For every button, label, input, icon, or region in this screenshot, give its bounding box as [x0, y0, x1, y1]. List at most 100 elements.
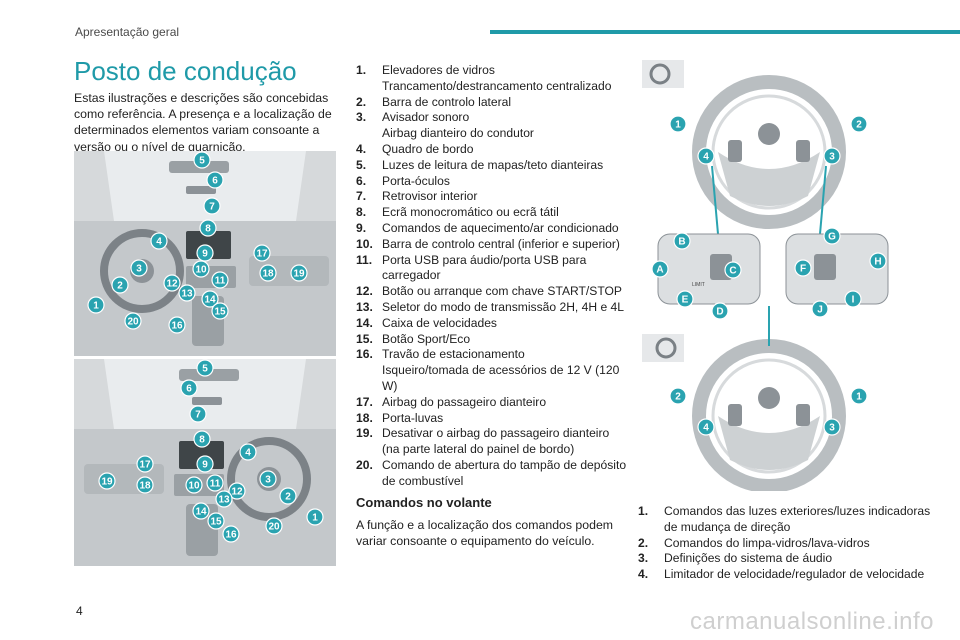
callout-badge: [823, 227, 841, 245]
callout-badge-label: 2: [856, 120, 862, 131]
callout-badge-label: 2: [675, 392, 681, 403]
callout-badge: [844, 290, 862, 308]
cockpit-legend-item: 6.Porta-óculos: [356, 174, 628, 190]
cockpit-legend-item-text: Botão ou arranque com chave START/STOP: [382, 284, 622, 299]
callout-badge: [669, 387, 687, 405]
callout-badge-label: 6: [186, 384, 192, 395]
callout-badge-label: E: [682, 295, 689, 306]
callout-badge: [211, 302, 229, 320]
callout-badge-label: 11: [210, 479, 221, 490]
callout-badge-label: 3: [136, 264, 142, 275]
callout-badge-label: 4: [703, 423, 709, 434]
cockpit-legend-item-text: Retrovisor interior: [382, 189, 478, 204]
cockpit-legend-item-text: Botão Sport/Eco: [382, 331, 471, 346]
cockpit-legend-item: 20.Comando de abertura do tampão de depó…: [356, 458, 628, 490]
callout-badge: [185, 476, 203, 494]
callout-badge: [163, 274, 181, 292]
cockpit-legend-item-text: Porta-óculos: [382, 173, 450, 188]
callout-badge: [724, 261, 742, 279]
callout-badge: [259, 264, 277, 282]
callout-badge: [196, 244, 214, 262]
cockpit-legend-item: 8. Ecrã monocromático ou ecrã tátil: [356, 205, 628, 221]
callout-badge: [199, 219, 217, 237]
callout-badge: [228, 482, 246, 500]
callout-badge-label: 6: [212, 176, 218, 187]
cockpit-legend-item: 10.Barra de controlo central (inferior e…: [356, 237, 628, 253]
callout-badge-label: G: [828, 232, 836, 243]
cockpit-legend-item-text: Desativar o airbag do passageiro diantei…: [382, 426, 610, 457]
callout-badge: [196, 455, 214, 473]
callout-badge-label: 20: [268, 522, 280, 533]
callout-badge-label: 17: [139, 460, 151, 471]
cockpit-legend-item-text: Ecrã monocromático ou ecrã tátil: [382, 205, 559, 220]
watermark: carmanualsonline.info: [690, 608, 934, 635]
callout-badge: [697, 418, 715, 436]
cockpit-legend-item: 14.Caixa de velocidades: [356, 316, 628, 332]
callout-badge: [193, 151, 211, 169]
callout-badge: [823, 147, 841, 165]
callout-badge-label: 1: [312, 513, 318, 524]
callout-badge: [136, 476, 154, 494]
cockpit-legend-item-number: 4.: [356, 141, 367, 156]
callout-badge: [811, 300, 829, 318]
callout-badge: [207, 512, 225, 530]
cockpit-legend-item-number: 18.: [356, 410, 373, 425]
callout-badge: [794, 259, 812, 277]
callout-badge: [869, 252, 887, 270]
callout-badge-label: A: [656, 265, 663, 276]
cockpit-legend-item-number: 9.: [356, 220, 367, 235]
cockpit-legend-item: 5. Luzes de leitura de mapas/teto diantei…: [356, 158, 628, 174]
callout-badge-label: 19: [101, 477, 113, 488]
callout-badge-label: 3: [829, 423, 835, 434]
cockpit-legend-item: 7.Retrovisor interior: [356, 189, 628, 205]
callout-badge: [201, 290, 219, 308]
callout-badge-label: 7: [195, 410, 201, 421]
callout-badge: [111, 276, 129, 294]
page-number: 4: [76, 604, 83, 618]
callout-badge: [222, 525, 240, 543]
callout-badge-label: J: [817, 305, 823, 316]
callout-badge-label: 10: [188, 481, 200, 492]
callout-badge: [306, 508, 324, 526]
cockpit-legend-item: 12.Botão ou arranque com chave START/STO…: [356, 284, 628, 300]
callout-badge: [823, 418, 841, 436]
cockpit-legend-item-text: Porta USB para áudio/porta USB para carr…: [382, 252, 587, 283]
cockpit-legend-item-text: Porta-luvas: [382, 410, 444, 425]
callout-badge-label: 15: [210, 517, 222, 528]
rhd-icon: [642, 334, 684, 362]
callout-badge-label: 19: [293, 269, 305, 280]
wheel-legend-item-text: Limitador de velocidade/regulador de vel…: [664, 567, 925, 582]
callout-badge: [203, 197, 221, 215]
cockpit-legend-item-text: Airbag do passageiro dianteiro: [382, 394, 547, 409]
cockpit-legend-item: 11.Porta USB para áudio/porta USB para c…: [356, 253, 628, 285]
cockpit-legend-item: 4.Quadro de bordo: [356, 142, 628, 158]
callout-badge-label: 8: [199, 435, 205, 446]
callout-badge: [124, 312, 142, 330]
callout-badge-label: 1: [93, 301, 99, 312]
callout-badge-label: 15: [214, 307, 226, 318]
callout-badge-label: F: [800, 264, 806, 275]
page-title: Posto de condução: [74, 56, 297, 86]
callout-badge-label: 4: [703, 152, 709, 163]
wheel-legend-item: 3.Definições do sistema de áudio: [638, 551, 938, 567]
cockpit-legend-item-number: 15.: [356, 331, 373, 346]
callout-badge: [239, 443, 257, 461]
wheel-legend-item-text: Comandos das luzes exteriores/luzes indi…: [664, 504, 931, 534]
wheel-legend-item-number: 3.: [638, 551, 649, 566]
cockpit-legend-item-text: Seletor do modo de transmissão 2H, 4H e …: [382, 299, 625, 314]
header-section: Apresentação geral: [75, 25, 180, 39]
cockpit-legend-item: 2.Barra de controlo lateral: [356, 95, 628, 111]
wheel-legend-item-text: Comandos do limpa-vidros/lava-vidros: [664, 535, 870, 550]
callout-badge: [98, 472, 116, 490]
callout-badge-label: 2: [285, 492, 291, 503]
cockpit-legend-item-number: 8.: [356, 205, 367, 220]
cockpit-legend-item-text: Luzes de leitura de mapas/teto dianteira…: [382, 157, 604, 172]
cockpit-legend-item-text: Comando de abertura do tampão de depósit…: [382, 457, 627, 488]
cockpit-legend-item-number: 5.: [356, 157, 367, 172]
cockpit-legend-item-text: Caixa de velocidades: [382, 315, 497, 330]
